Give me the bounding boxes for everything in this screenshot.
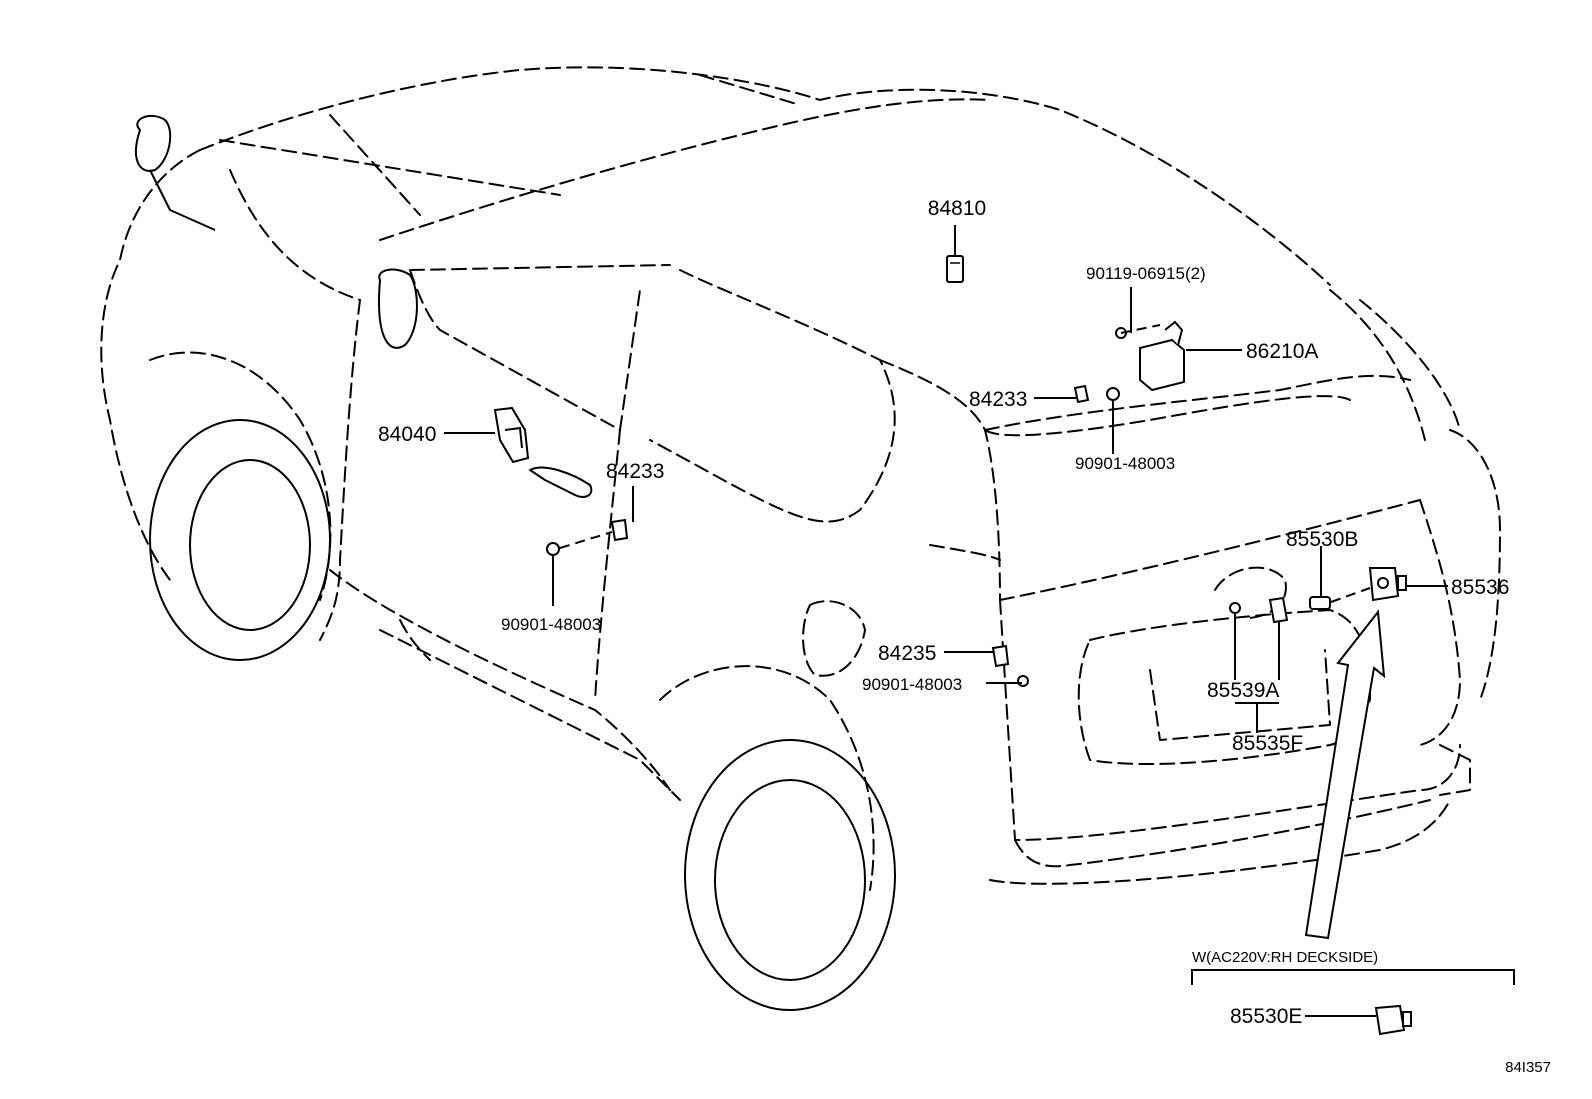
figure-id: 84I357: [1505, 1059, 1551, 1076]
callout-86210A: 86210A: [1246, 340, 1318, 363]
callout-85536: 85536: [1451, 576, 1509, 599]
part-85539A-socket: [1229, 596, 1289, 624]
part-84233-mid-clip: [546, 518, 629, 556]
callout-84040: 84040: [378, 423, 436, 446]
part-84233-upper-clip: [1073, 384, 1120, 404]
part-85530B-bulb: [1309, 596, 1331, 610]
callout-85530B: 85530B: [1286, 528, 1358, 551]
callout-84233-mid: 84233: [606, 460, 664, 483]
variant-bracket: [1191, 969, 1515, 985]
tailgate-switch-bezel: [1214, 566, 1287, 619]
variant-note: W(AC220V:RH DECKSIDE): [1192, 949, 1378, 966]
part-84810-switch: [946, 255, 964, 283]
leader-lines: [444, 225, 1448, 1017]
callout-90901-48003-bottom: 90901-48003: [862, 675, 962, 694]
callout-90119-06915: 90119-06915(2): [1086, 264, 1206, 283]
callout-90901-48003-left: 90901-48003: [501, 615, 601, 634]
callout-85539A: 85539A: [1207, 679, 1279, 702]
part-84040-switch-assy: [493, 406, 530, 464]
part-84235-clip: [991, 644, 1029, 687]
vehicle-body-outline: [100, 66, 1501, 1011]
part-85530E-outlet-variant: [1374, 1004, 1412, 1036]
part-85536-outlet: [1368, 567, 1407, 602]
callout-85535F: 85535F: [1232, 732, 1303, 755]
variant-arrow: [1304, 609, 1386, 940]
callout-84233-top: 84233: [969, 388, 1027, 411]
callout-84810: 84810: [928, 197, 986, 220]
callout-85530E: 85530E: [1230, 1005, 1302, 1028]
callout-84235: 84235: [878, 642, 936, 665]
callout-90901-48003-top: 90901-48003: [1075, 454, 1175, 473]
part-86210A-bracket: [1115, 320, 1185, 392]
